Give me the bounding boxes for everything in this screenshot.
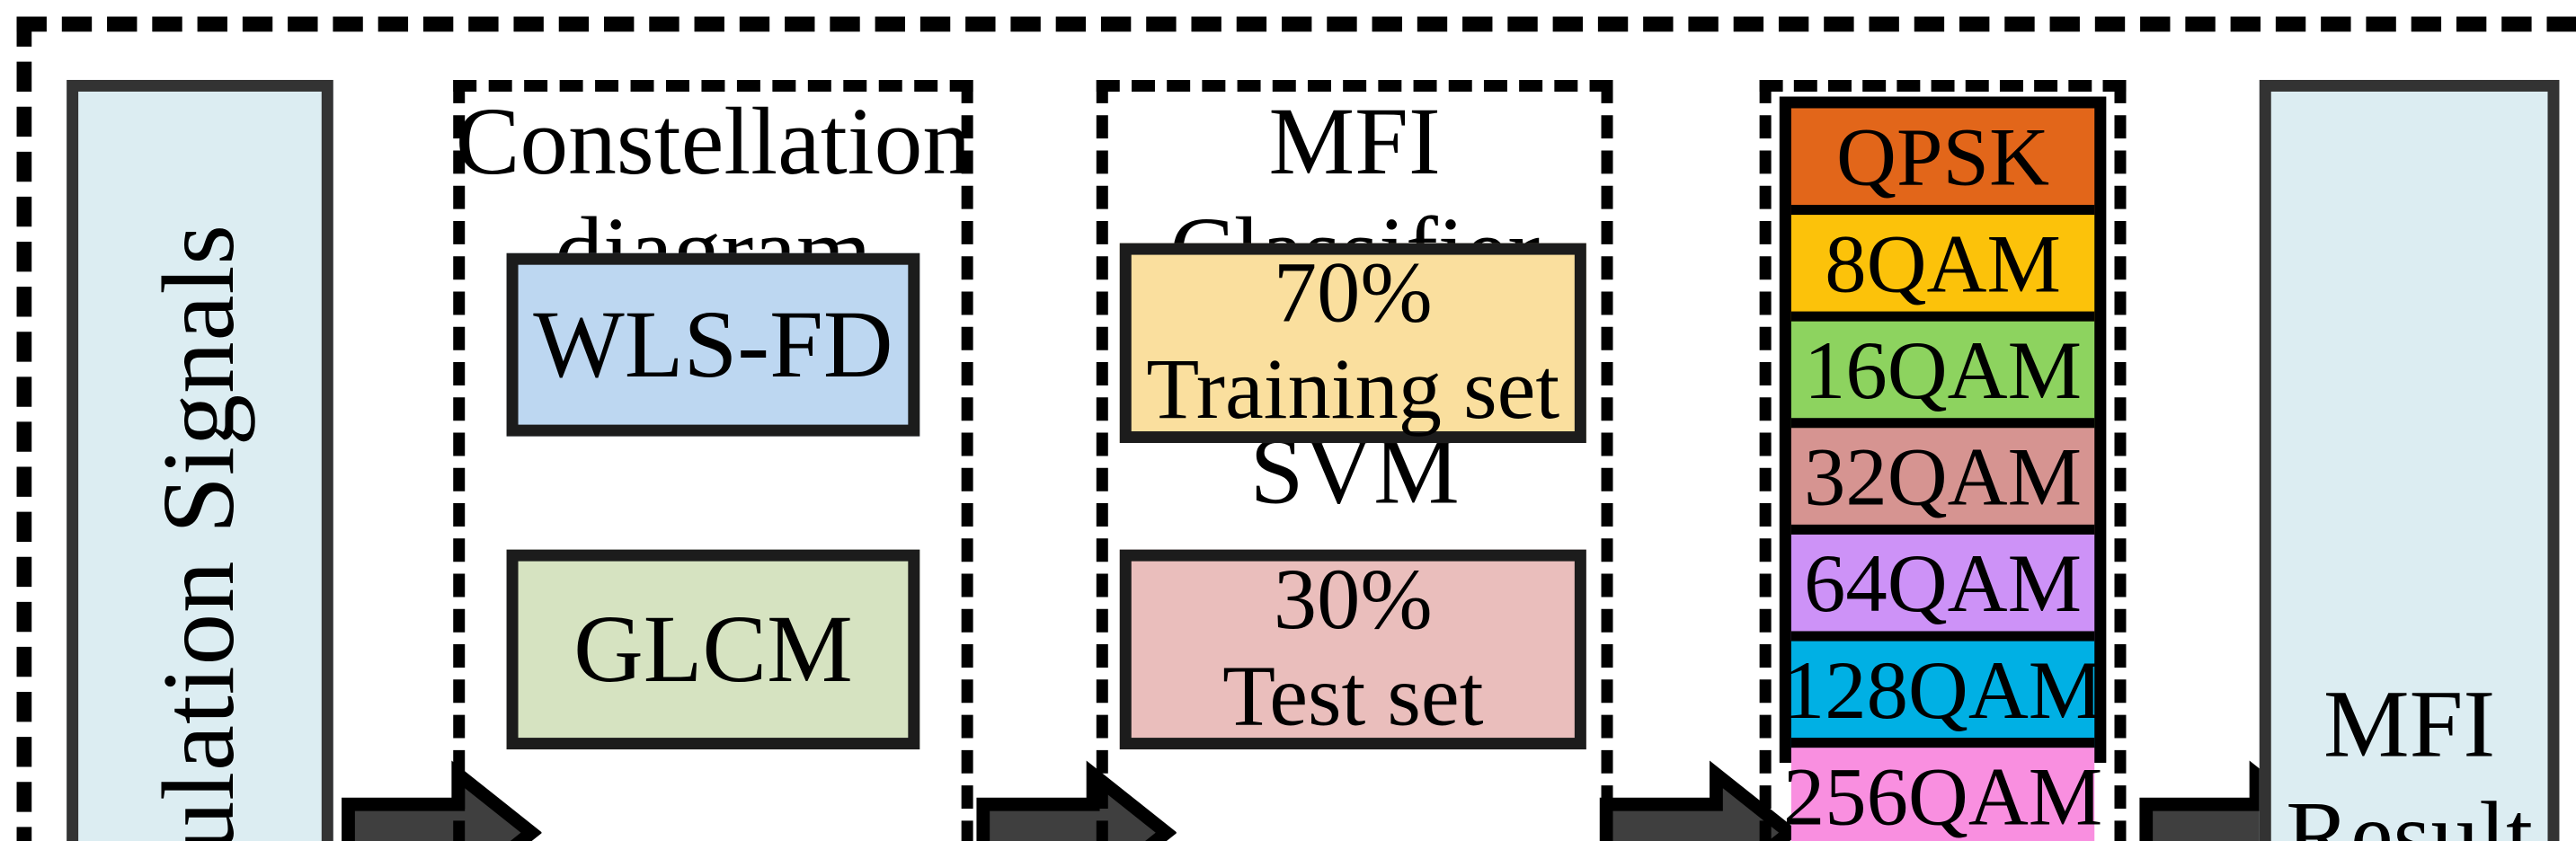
modulation-class-item: 8QAM — [1790, 215, 2095, 322]
outer-dashed-frame — [16, 16, 2576, 841]
modulation-class-label: 16QAM — [1804, 323, 2083, 417]
classifier-box-test-set: 30% Test set — [1119, 549, 1586, 750]
feature-box-wls-fd: WLS-FD — [506, 252, 920, 437]
modulation-class-item: 64QAM — [1790, 534, 2095, 642]
input-stage-label: Seven Modulation Signals — [142, 224, 256, 841]
modulation-class-label: 8QAM — [1825, 216, 2061, 310]
output-stage-block: MFI Result — [2259, 79, 2560, 841]
classes-group-box — [1759, 79, 2127, 841]
classifier-box-test-set-label: 30% Test set — [1222, 552, 1484, 745]
modulation-class-label: 64QAM — [1804, 536, 2083, 630]
modulation-class-stack: QPSK 8QAM 16QAM 32QAM 64QAM 128QAM 256QAM — [1779, 96, 2107, 841]
arrow-classifier-to-classes — [1599, 760, 1800, 841]
modulation-class-label: QPSK — [1836, 110, 2050, 204]
modulation-class-item: 32QAM — [1790, 428, 2095, 535]
feature-box-glcm: GLCM — [506, 549, 920, 750]
features-group-box — [453, 79, 973, 841]
modulation-class-label: 256QAM — [1782, 749, 2103, 841]
classifier-box-training-set-label: 70% Training set — [1146, 245, 1560, 438]
output-stage-label: MFI Result — [2286, 668, 2534, 841]
modulation-class-item: 128QAM — [1783, 641, 2102, 748]
feature-box-glcm-label: GLCM — [573, 593, 853, 703]
input-stage-block: Seven Modulation Signals — [67, 79, 333, 841]
feature-box-wls-fd-label: WLS-FD — [533, 288, 893, 398]
modulation-class-item: QPSK — [1790, 108, 2095, 216]
arrow-features-to-classifier — [976, 760, 1177, 841]
modulation-class-item: 16QAM — [1790, 321, 2095, 429]
modulation-class-label: 32QAM — [1804, 429, 2083, 523]
modulation-class-label: 128QAM — [1782, 642, 2103, 737]
classifier-group-box — [1096, 79, 1613, 841]
classifier-box-training-set: 70% Training set — [1119, 243, 1586, 444]
modulation-class-item: 256QAM — [1783, 748, 2102, 841]
